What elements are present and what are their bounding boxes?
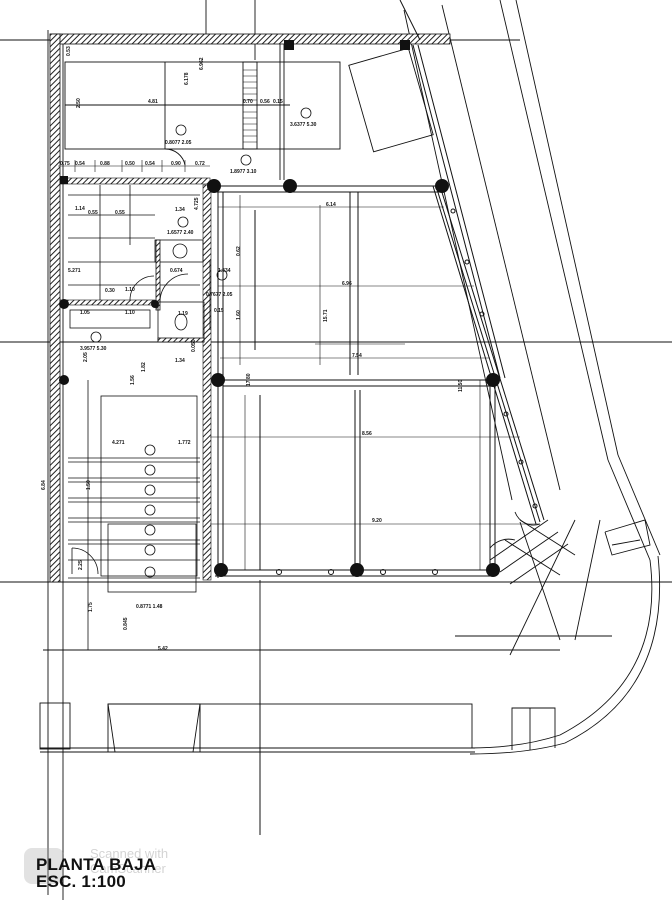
room-tag-labels: 0.8077 2.05 3.6377 5.30 1.8977 3.10 1.65… [80,122,317,610]
svg-text:0.15: 0.15 [273,99,283,105]
svg-text:4.271: 4.271 [112,440,125,446]
svg-text:6.84: 6.84 [41,480,47,490]
svg-text:0.72: 0.72 [195,161,205,167]
svg-text:1.05: 1.05 [80,310,90,316]
svg-text:1.19: 1.19 [178,311,188,317]
service-block [68,185,211,343]
svg-text:0.50: 0.50 [125,161,135,167]
svg-text:0.90: 0.90 [171,161,181,167]
svg-text:8.56: 8.56 [362,431,372,437]
svg-text:1.34: 1.34 [175,358,185,364]
drawing-title-block: PLANTA BAJA ESC. 1:100 [36,856,156,890]
drawing-scale: ESC. 1:100 [36,872,126,891]
svg-text:1.6577 2.40: 1.6577 2.40 [167,230,194,236]
svg-text:1.14: 1.14 [75,206,85,212]
entrance-and-street [39,454,661,835]
svg-text:17.80: 17.80 [246,373,252,386]
svg-text:15.71: 15.71 [323,309,329,322]
svg-text:9.20: 9.20 [372,518,382,524]
svg-text:0.55: 0.55 [115,210,125,216]
svg-text:5.271: 5.271 [68,268,81,274]
svg-text:1.10: 1.10 [125,310,135,316]
svg-text:2.05: 2.05 [83,352,89,362]
svg-text:0.674: 0.674 [170,268,183,274]
svg-text:1.60: 1.60 [236,310,242,320]
structural-columns [59,40,500,577]
svg-text:1.34: 1.34 [175,207,185,213]
svg-text:0.54: 0.54 [75,161,85,167]
svg-text:1.75: 1.75 [88,602,94,612]
svg-text:6.178: 6.178 [184,72,190,85]
svg-text:0.8077 2.05: 0.8077 2.05 [165,140,192,146]
svg-text:0.56: 0.56 [260,99,270,105]
svg-text:6.962: 6.962 [199,57,205,70]
scanner-watermark: Scanned with CamScanner [24,846,184,886]
room-tags [90,107,312,578]
upper-bedroom [64,44,434,180]
hall-dimension-lines [210,195,540,570]
svg-text:1.10: 1.10 [125,287,135,293]
svg-text:4.81: 4.81 [148,99,158,105]
svg-text:1.772: 1.772 [178,440,191,446]
svg-text:3.6377 5.30: 3.6377 5.30 [290,122,317,128]
svg-text:0.75: 0.75 [60,161,70,167]
svg-text:7.54: 7.54 [352,353,362,359]
dimension-strip [58,160,210,172]
svg-text:0.050: 0.050 [191,339,197,352]
drawing-title: PLANTA BAJA [36,855,157,874]
svg-text:0.30: 0.30 [105,288,115,294]
svg-text:11.50: 11.50 [458,380,464,392]
svg-text:0.62: 0.62 [236,246,242,256]
svg-text:3.9577 5.30: 3.9577 5.30 [80,346,107,352]
exterior-walls [49,33,451,583]
watermark-text: Scanned with CamScanner [90,846,169,876]
svg-text:1.56: 1.56 [130,375,136,385]
svg-text:6.96: 6.96 [342,281,352,287]
svg-text:0.53: 0.53 [66,46,72,56]
svg-text:4.725: 4.725 [194,197,200,210]
svg-text:2.50: 2.50 [76,98,82,108]
svg-text:0.8771 1.48: 0.8771 1.48 [136,604,163,610]
camscanner-logo-icon [24,848,64,884]
svg-text:6.14: 6.14 [326,202,336,208]
small-columns [276,208,538,575]
svg-text:2.25: 2.25 [78,560,84,570]
svg-text:0.15: 0.15 [214,308,224,314]
svg-text:0.88: 0.88 [100,161,110,167]
svg-text:0.70: 0.70 [243,99,253,105]
svg-text:1.50: 1.50 [86,480,92,490]
svg-text:1.8977 3.10: 1.8977 3.10 [230,169,257,175]
svg-text:5.42: 5.42 [158,646,168,652]
svg-text:0.54: 0.54 [145,161,155,167]
dimension-labels: 0.53 2.50 4.81 0.70 0.56 0.15 6.178 6.96… [41,46,464,652]
svg-text:1.82: 1.82 [141,362,147,372]
svg-text:0.55: 0.55 [88,210,98,216]
svg-text:0.845: 0.845 [123,617,129,630]
stair-hall [68,380,200,650]
svg-text:0.7677 2.05: 0.7677 2.05 [206,292,233,298]
main-hall [215,0,545,578]
